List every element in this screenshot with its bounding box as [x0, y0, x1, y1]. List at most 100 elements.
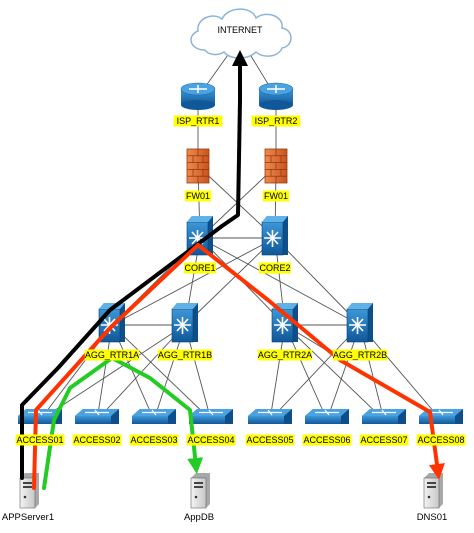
device-label-text: ACCESS05 — [246, 435, 293, 445]
device-label-fw1: FW01 — [184, 190, 212, 202]
label-highlight — [302, 434, 352, 446]
link-core2-agg2b — [274, 237, 361, 326]
firewall-icon — [264, 148, 288, 184]
device-isp2 — [258, 82, 294, 110]
device-label-acc3: ACCESS03 — [129, 434, 179, 446]
device-label-core1: CORE1 — [184, 262, 216, 274]
device-label-agg2b: AGG_RTR2B — [332, 349, 388, 361]
label-highlight — [359, 434, 409, 446]
switch-icon — [248, 409, 292, 424]
device-label-text: ACCESS01 — [16, 435, 63, 445]
switch-icon — [75, 409, 119, 424]
device-label-acc7: ACCESS07 — [359, 434, 409, 446]
device-label-agg2a: AGG_RTR2A — [257, 349, 313, 361]
device-label-text: ISP_RTR2 — [255, 116, 298, 126]
router-icon — [180, 82, 216, 110]
server-icon — [423, 473, 443, 509]
device-label-acc6: ACCESS06 — [302, 434, 352, 446]
device-label-acc4: ACCESS04 — [186, 434, 236, 446]
device-label-text: AppDB — [184, 512, 214, 523]
internet-cloud: INTERNET — [190, 8, 292, 59]
device-label-acc1: ACCESS01 — [15, 434, 65, 446]
label-highlight — [332, 349, 388, 361]
switch-icon — [132, 409, 176, 424]
switch-icon — [362, 409, 406, 424]
multilayer-switch-icon — [346, 303, 373, 343]
device-acc3 — [132, 409, 176, 424]
device-db — [190, 473, 210, 509]
link-agg2b-acc5 — [269, 324, 361, 421]
device-label-acc5: ACCESS05 — [245, 434, 295, 446]
switch-icon — [305, 409, 349, 424]
device-acc5 — [248, 409, 292, 424]
device-label-agg1b: AGG_RTR1B — [157, 349, 213, 361]
label-highlight — [416, 434, 466, 446]
device-label-text: ACCESS07 — [360, 435, 407, 445]
device-acc6 — [305, 409, 349, 424]
switch-icon — [189, 409, 233, 424]
device-label-text: AGG_RTR1B — [158, 350, 212, 360]
device-label-acc8: ACCESS08 — [416, 434, 466, 446]
device-core2 — [261, 216, 288, 256]
device-fw1 — [186, 148, 210, 184]
multilayer-switch-icon — [171, 303, 198, 343]
device-agg2b — [346, 303, 373, 343]
device-label-text: ACCESS02 — [73, 435, 120, 445]
device-acc7 — [362, 409, 406, 424]
label-highlight — [84, 349, 140, 361]
firewall-icon — [186, 148, 210, 184]
device-label-acc2: ACCESS02 — [72, 434, 122, 446]
device-label-text: AGG_RTR1A — [85, 350, 139, 360]
device-label-text: ACCESS08 — [417, 435, 464, 445]
router-icon — [258, 82, 294, 110]
link-agg2b-acc8 — [359, 324, 442, 421]
device-dns — [423, 473, 443, 509]
device-label-text: AGG_RTR2B — [333, 350, 387, 360]
device-label-text: FW01 — [186, 191, 210, 201]
label-highlight — [262, 190, 290, 202]
device-label-text: ACCESS06 — [303, 435, 350, 445]
multilayer-switch-icon — [261, 216, 288, 256]
label-highlight — [245, 434, 295, 446]
label-highlight — [129, 434, 179, 446]
device-label-agg1a: AGG_RTR1A — [84, 349, 140, 361]
multilayer-switch-icon — [271, 303, 298, 343]
link-agg2a-acc7 — [284, 324, 385, 421]
device-acc4 — [189, 409, 233, 424]
label-highlight — [186, 434, 236, 446]
device-label-dns: DNS01 — [417, 512, 448, 523]
link-agg1b-acc1 — [39, 324, 186, 421]
link-core2-agg1b — [184, 237, 276, 326]
device-acc2 — [75, 409, 119, 424]
device-label-isp2: ISP_RTR2 — [251, 115, 301, 127]
label-highlight — [157, 349, 213, 361]
label-highlight — [257, 349, 313, 361]
link-agg1a-acc4 — [111, 324, 212, 421]
path-app-to-internet — [20, 50, 248, 480]
device-label-text: DNS01 — [417, 512, 448, 523]
server-icon — [190, 473, 210, 509]
label-highlight — [15, 434, 65, 446]
label-highlight — [184, 262, 216, 274]
device-label-app: APPServer1 — [2, 512, 54, 523]
label-highlight — [259, 262, 291, 274]
device-label-text: AGG_RTR2A — [258, 350, 312, 360]
device-label-text: CORE2 — [259, 263, 290, 273]
label-highlight — [184, 190, 212, 202]
cloud-icon — [190, 8, 292, 59]
device-label-db: AppDB — [184, 512, 214, 523]
label-highlight — [72, 434, 122, 446]
device-label-text: APPServer1 — [2, 512, 54, 523]
link-core2-agg1a — [111, 237, 276, 326]
device-label-core2: CORE2 — [259, 262, 291, 274]
device-agg1b — [171, 303, 198, 343]
path-app-to-dns — [32, 243, 445, 490]
device-label-isp1: ISP_RTR1 — [173, 115, 223, 127]
device-label-text: FW01 — [264, 191, 288, 201]
device-label-fw2: FW01 — [262, 190, 290, 202]
label-highlight — [173, 115, 223, 127]
cloud-label: INTERNET — [218, 25, 264, 35]
